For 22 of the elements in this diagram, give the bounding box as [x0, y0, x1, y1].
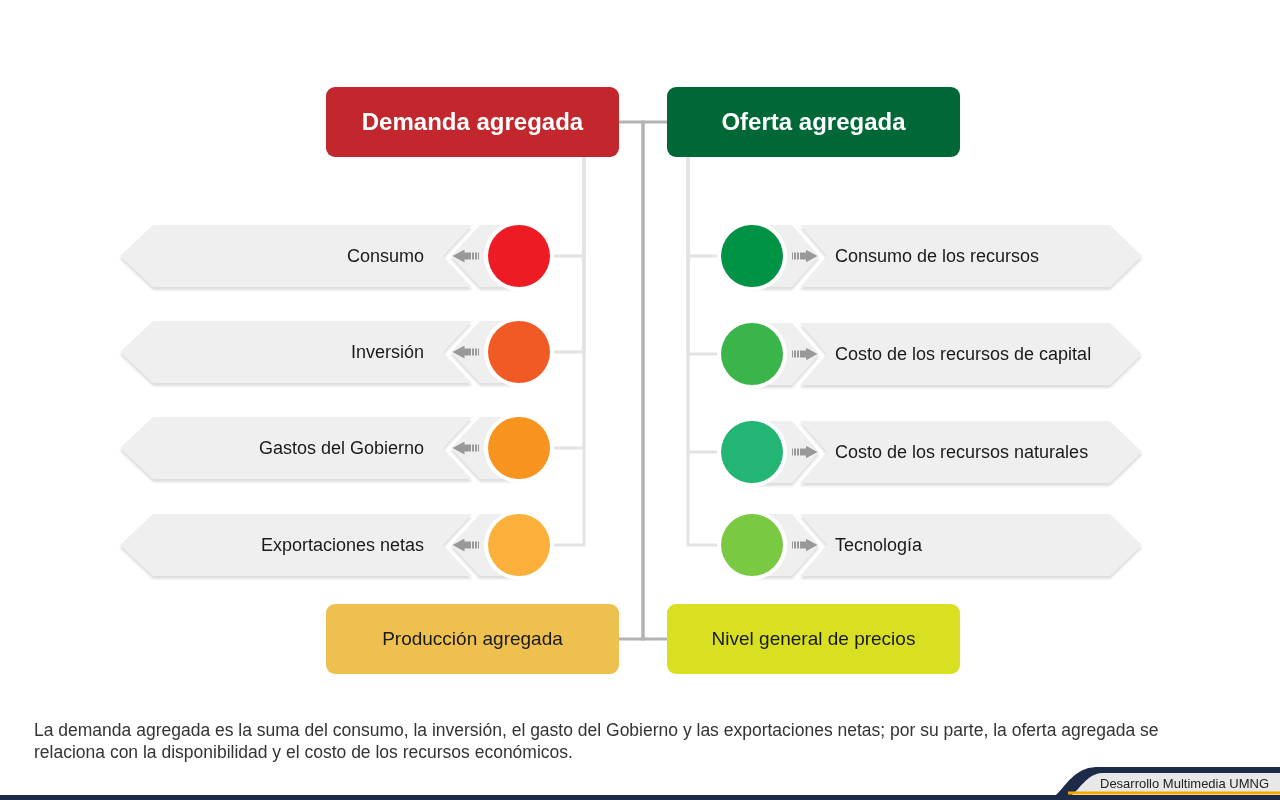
outcome-panel: Nivel general de precios — [667, 604, 960, 674]
circle-marker — [721, 323, 783, 385]
factor-label: Costo de los recursos naturales — [835, 440, 1089, 464]
connector-line — [641, 120, 667, 641]
factor-label: Consumo — [346, 244, 424, 268]
header-panel: Demanda agregada — [326, 87, 619, 157]
circle-marker — [488, 514, 550, 576]
factor-label: Exportaciones netas — [260, 533, 424, 557]
outcome-panel: Producción agregada — [326, 604, 619, 674]
circle-marker — [488, 321, 550, 383]
circle-marker — [488, 417, 550, 479]
circle-marker — [721, 514, 783, 576]
factor-label: Consumo de los recursos — [835, 244, 1040, 268]
footer-credit: Desarrollo Multimedia UMNG — [1100, 776, 1270, 791]
circle-marker — [721, 421, 783, 483]
header-panel: Oferta agregada — [667, 87, 960, 157]
factor-label: Costo de los recursos de capital — [835, 342, 1092, 366]
caption: La demanda agregada es la suma del consumo, la inversión, el gasto del Gobierno y las exportaciones netas; por su parte, la oferta agregada se relaciona con la disponibilidad y el costo de los recursos económicos. — [34, 719, 1160, 763]
connector-line — [619, 120, 645, 641]
factor-label: Inversión — [350, 340, 424, 364]
factor-label: Gastos del Gobierno — [258, 436, 424, 460]
factor-label: Tecnología — [835, 533, 923, 557]
